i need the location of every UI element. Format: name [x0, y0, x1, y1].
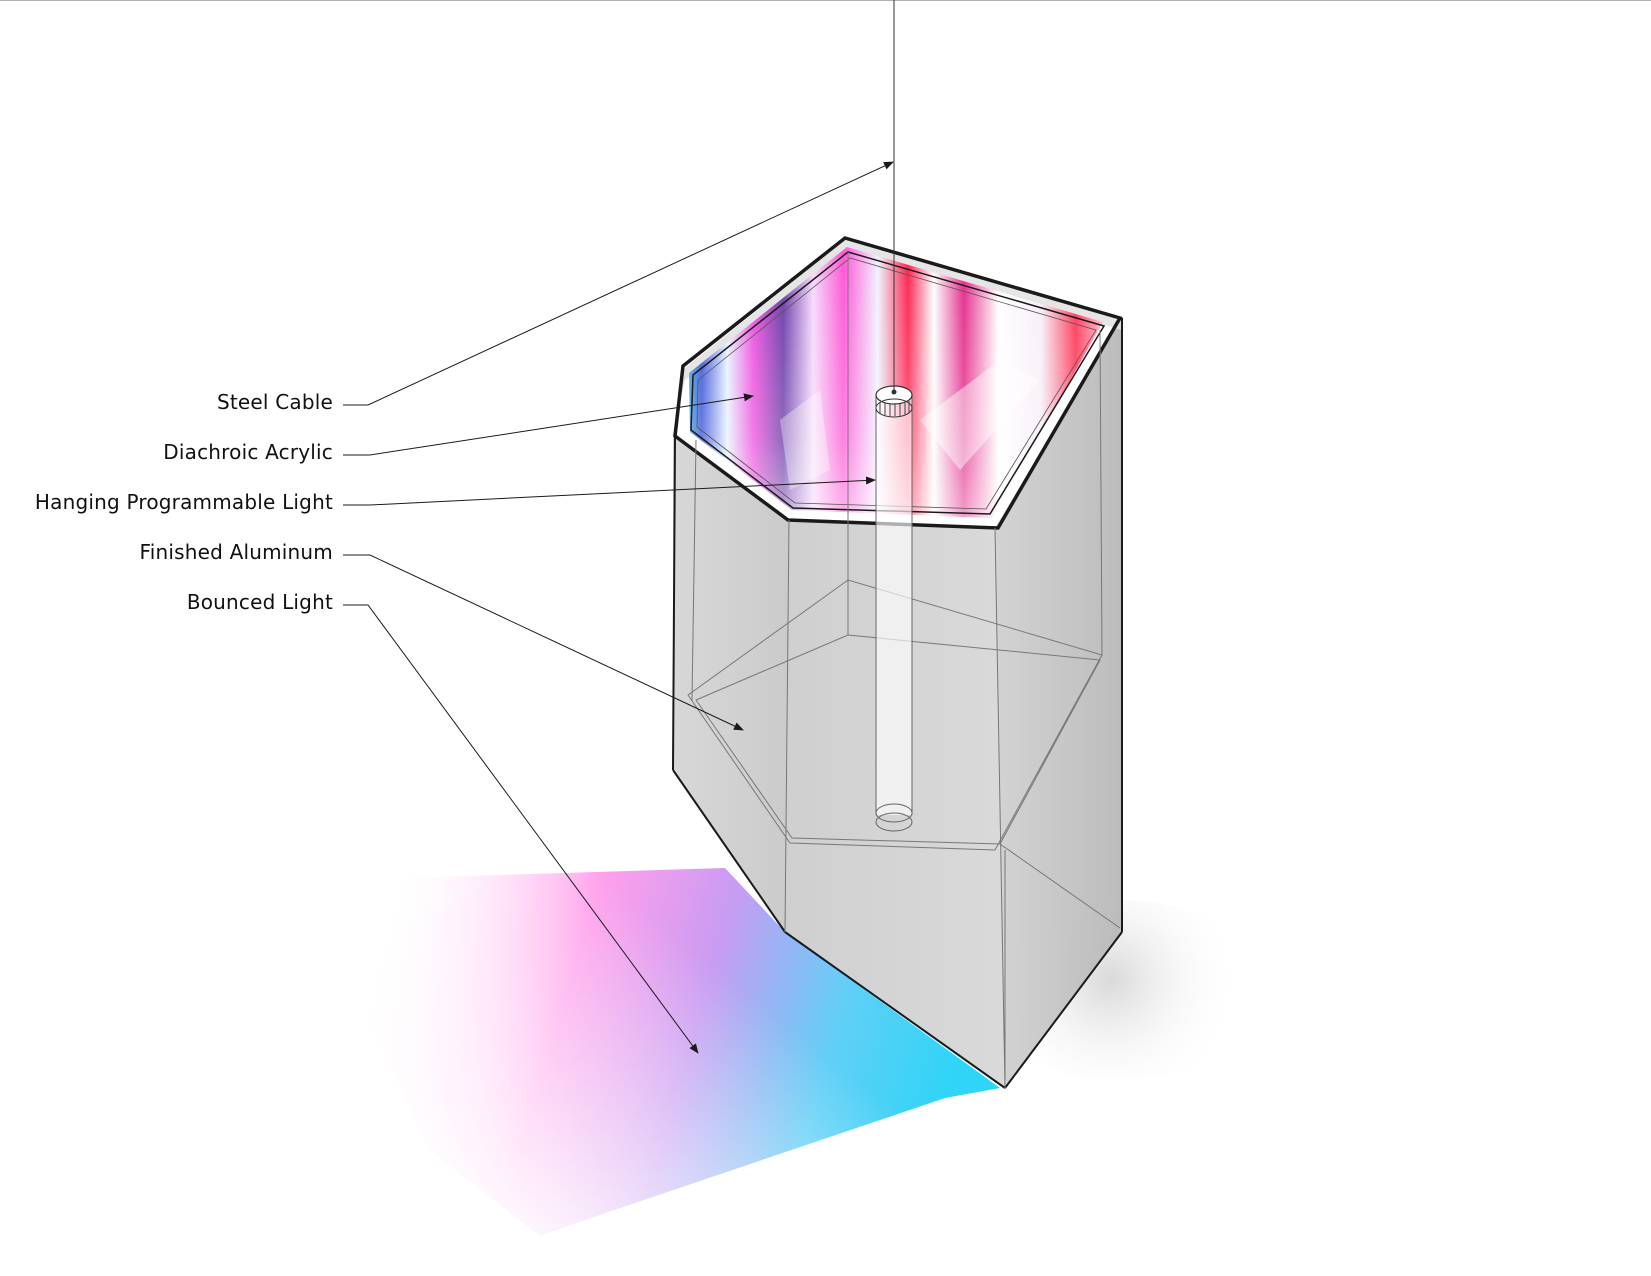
cable-anchor: [891, 389, 897, 395]
leader-hanging-light: [343, 476, 876, 506]
label-hanging-programmable-light: Hanging Programmable Light: [34, 490, 333, 514]
housing-wireframe: [672, 318, 1123, 1089]
leader-diachroic-acrylic: [343, 393, 754, 456]
label-steel-cable: Steel Cable: [216, 390, 333, 414]
bounced-light-wash: [338, 868, 1000, 1235]
leader-finished-aluminum: [343, 554, 744, 731]
leader-steel-cable: [343, 161, 894, 406]
housing-face-right: [995, 318, 1122, 1088]
housing-inner-edges: [687, 252, 1121, 1089]
leader-bounced-light: [343, 604, 699, 1054]
label-finished-aluminum: Finished Aluminum: [139, 540, 333, 564]
callout-leaders: [343, 161, 894, 1054]
label-diachroic-acrylic: Diachroic Acrylic: [163, 440, 333, 464]
hanging-light-tube: [875, 385, 913, 832]
housing-back-edge: [673, 240, 1122, 434]
label-bounced-light: Bounced Light: [186, 590, 333, 614]
housing-face-left: [673, 434, 789, 932]
diachroic-acrylic-top: [689, 247, 1103, 518]
